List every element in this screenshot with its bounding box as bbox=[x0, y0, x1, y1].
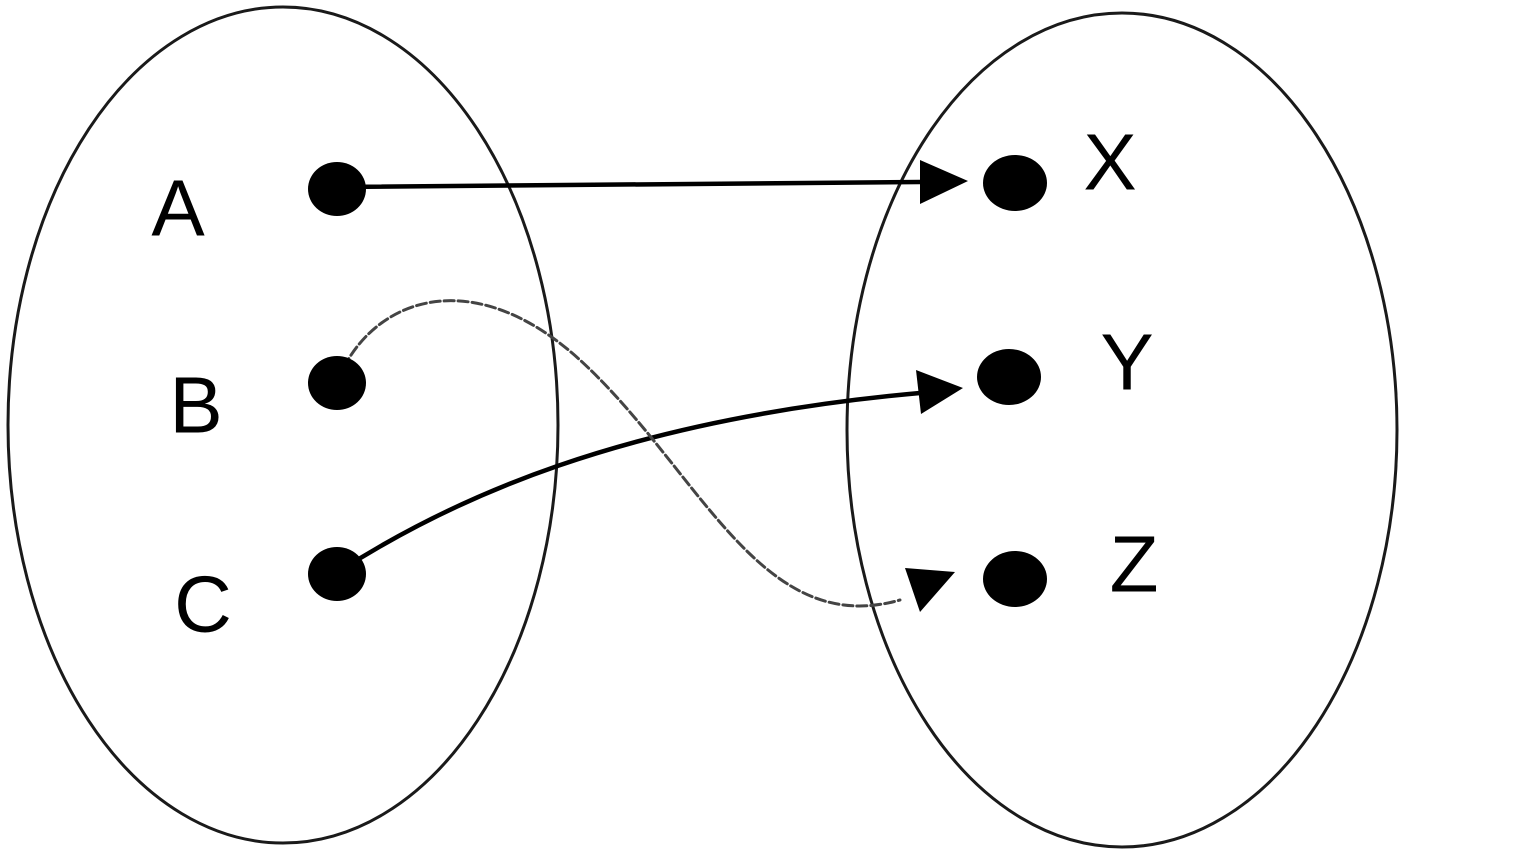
element-dot-z bbox=[983, 551, 1047, 607]
arrow-c-to-y bbox=[335, 390, 923, 575]
codomain-dots bbox=[977, 155, 1047, 607]
domain-set-outline bbox=[6, 5, 560, 845]
element-dot-x bbox=[983, 155, 1047, 211]
domain-labels: A B C bbox=[151, 164, 232, 649]
element-label-z: Z bbox=[1110, 520, 1159, 609]
arrowhead-y bbox=[916, 370, 963, 414]
arrowhead-x bbox=[920, 160, 968, 204]
element-label-y: Y bbox=[1100, 318, 1153, 407]
domain-dots bbox=[308, 162, 366, 601]
element-dot-a bbox=[308, 162, 366, 216]
element-dot-c bbox=[308, 547, 366, 601]
element-label-a: A bbox=[151, 164, 205, 253]
codomain-set-outline bbox=[845, 11, 1399, 849]
arrow-b-to-z bbox=[336, 299, 902, 608]
element-label-b: B bbox=[169, 361, 222, 450]
element-dot-b bbox=[308, 356, 366, 410]
codomain-labels: X Y Z bbox=[1083, 118, 1158, 609]
mapping-arrows bbox=[334, 160, 968, 612]
element-label-c: C bbox=[174, 560, 232, 649]
arrow-a-to-x bbox=[334, 179, 923, 190]
element-label-x: X bbox=[1083, 118, 1136, 207]
element-dot-y bbox=[977, 349, 1041, 405]
arrowhead-z bbox=[905, 568, 955, 612]
